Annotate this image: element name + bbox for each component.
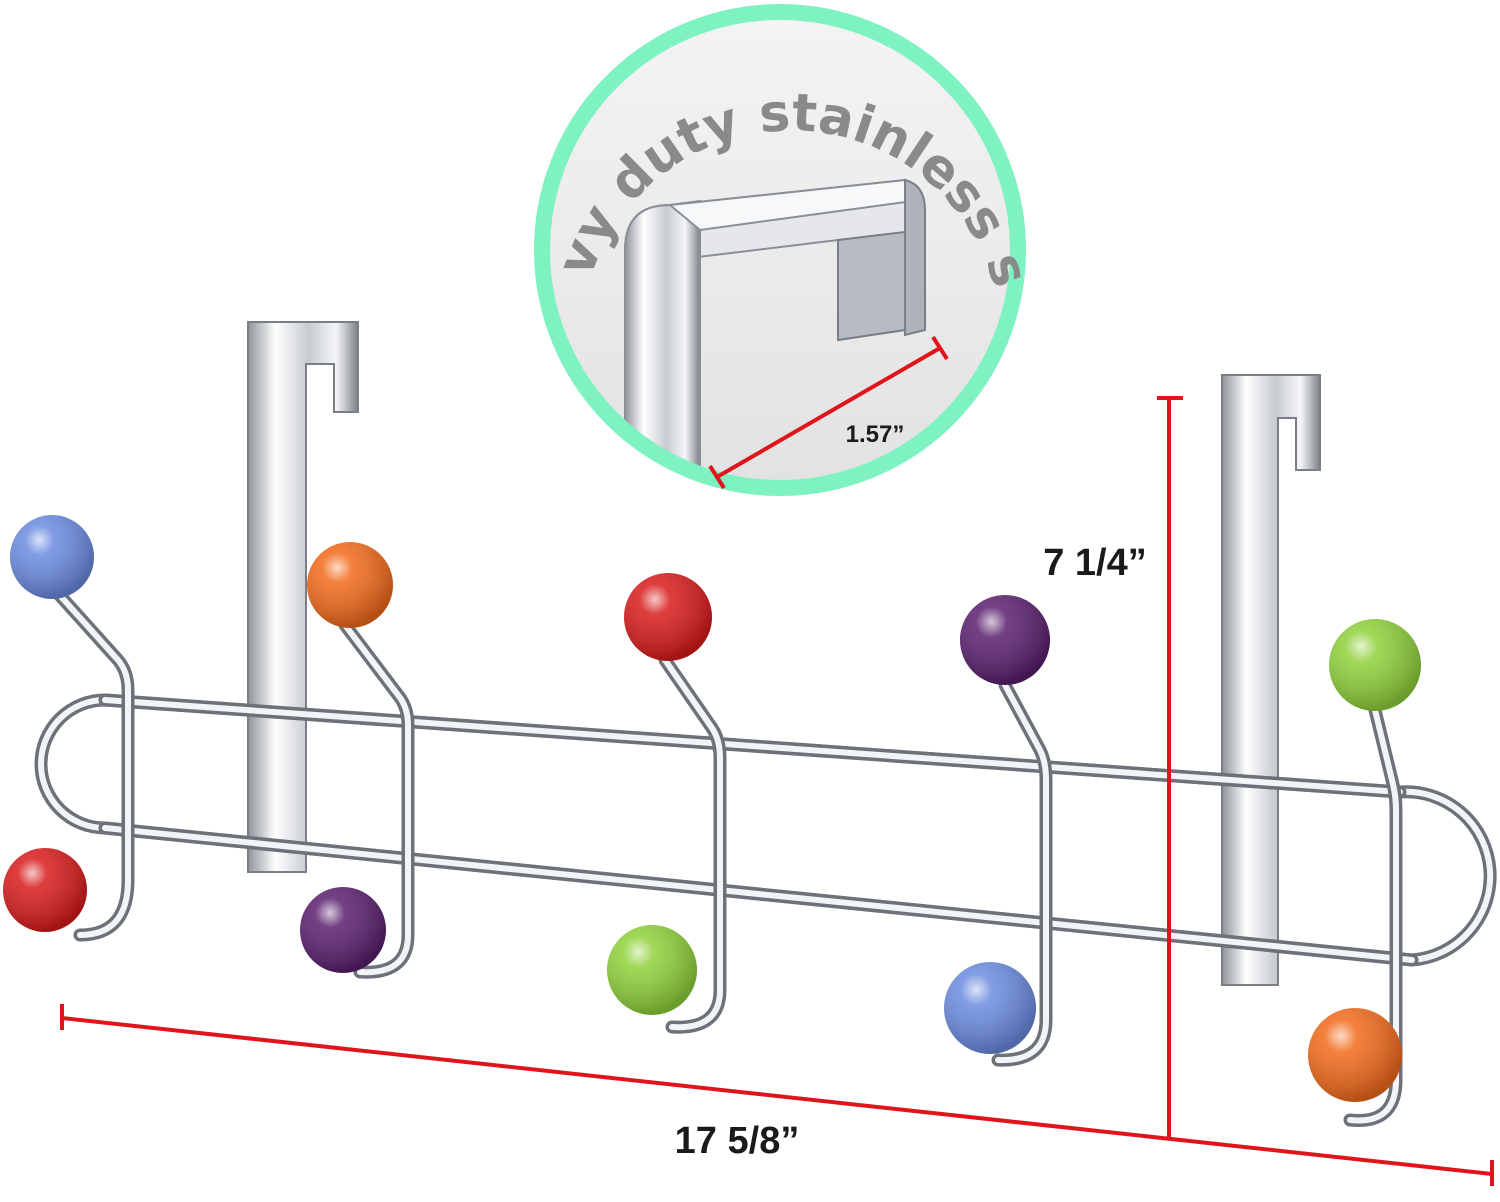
height-label: 7 1/4” xyxy=(1043,542,1147,584)
height-dimension: 7 1/4” xyxy=(1043,396,1183,1137)
hook-width-label: 1.57” xyxy=(846,421,905,448)
rack-frame xyxy=(34,693,1497,967)
ball-blue-top-1 xyxy=(10,515,94,599)
balls xyxy=(3,515,1421,1102)
width-dimension: 17 5/8” xyxy=(60,1004,1494,1186)
ball-red-top-3 xyxy=(624,573,712,661)
zoomed-bracket xyxy=(624,178,926,488)
left-door-bracket xyxy=(247,321,359,873)
width-label: 17 5/8” xyxy=(675,1120,800,1162)
ball-blue-bottom-4 xyxy=(944,962,1036,1054)
ball-purple-bottom-2 xyxy=(300,887,386,973)
hook-1 xyxy=(48,583,135,942)
zoom-callout: Heavy duty stainless steel 1.57” xyxy=(0,0,1040,496)
hook-5 xyxy=(1343,703,1403,1127)
hook-3 xyxy=(658,653,727,1034)
ball-red-bottom-1 xyxy=(3,848,87,932)
ball-green-bottom-3 xyxy=(607,925,697,1015)
hook-width-dimension: 1.57” xyxy=(708,335,949,490)
hooks xyxy=(48,583,1403,1127)
ball-orange-bottom-5 xyxy=(1308,1008,1402,1102)
hook-4 xyxy=(991,678,1053,1067)
ball-purple-top-4 xyxy=(960,595,1050,685)
right-door-bracket xyxy=(1221,374,1321,986)
ball-green-top-5 xyxy=(1329,619,1421,711)
ball-orange-top-2 xyxy=(307,542,393,628)
hook-2 xyxy=(338,618,415,979)
